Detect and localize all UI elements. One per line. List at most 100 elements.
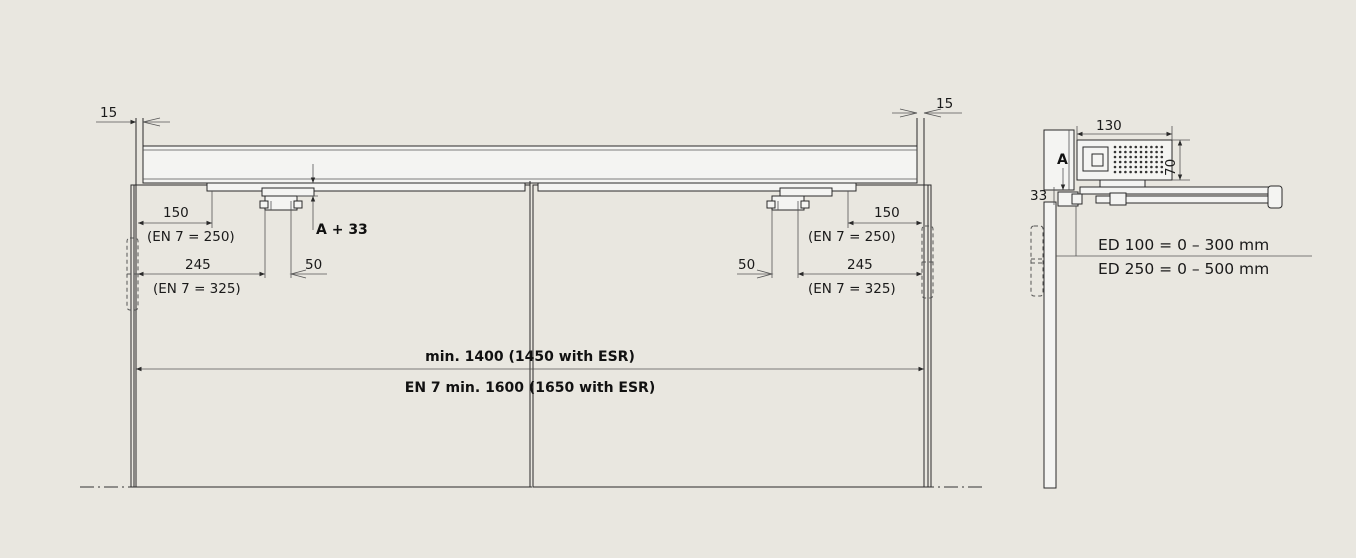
- vent-dot: [1150, 165, 1153, 169]
- vent-dot: [1139, 150, 1143, 154]
- vent-dot: [1139, 145, 1143, 149]
- dim-side-70-label: 70: [1163, 159, 1179, 176]
- vent-dot: [1155, 160, 1158, 164]
- vent-dot: [1155, 150, 1158, 154]
- side-closer-vent-pattern: [1113, 145, 1164, 174]
- vent-dot: [1124, 150, 1127, 154]
- vent-dot: [1118, 155, 1122, 159]
- dim-left-50-label: 50: [305, 257, 322, 273]
- vent-dot: [1129, 170, 1132, 174]
- dim-right-50-label: 50: [738, 257, 755, 273]
- dim-left-15-label: 15: [100, 105, 117, 121]
- dim-left-15: 15: [96, 105, 170, 127]
- right-hinge: [921, 225, 934, 299]
- vent-dot: [1118, 170, 1122, 174]
- vent-dot: [1150, 150, 1153, 154]
- dim-right-245-label: 245: [847, 257, 873, 273]
- vent-dot: [1124, 145, 1127, 149]
- ed100-label: ED 100 = 0 – 300 mm: [1098, 236, 1269, 254]
- vent-dot: [1129, 145, 1132, 149]
- vent-dot: [1113, 155, 1117, 159]
- vent-dot: [1134, 150, 1138, 154]
- vent-dot: [1139, 165, 1143, 169]
- dim-side-a: A: [1057, 152, 1068, 190]
- vent-dot: [1129, 165, 1132, 169]
- vent-dot: [1134, 165, 1138, 169]
- dim-left-150: 150 (EN 7 = 250): [138, 205, 235, 245]
- vent-dot: [1144, 155, 1148, 159]
- vent-dot: [1144, 150, 1148, 154]
- vent-dot: [1129, 150, 1132, 154]
- vent-dot: [1118, 160, 1122, 164]
- dim-left-150-en7-label: (EN 7 = 250): [147, 229, 235, 245]
- vent-dot: [1155, 145, 1158, 149]
- left-guide-rail: [206, 182, 526, 192]
- vent-dot: [1113, 165, 1117, 169]
- dim-right-245: 245 (EN 7 = 325): [798, 257, 922, 297]
- vent-dot: [1118, 165, 1122, 169]
- dim-left-245-en7-label: (EN 7 = 325): [153, 281, 241, 297]
- dim-left-245-label: 245: [185, 257, 211, 273]
- dim-right-50: 50: [737, 257, 774, 279]
- ed250-label: ED 250 = 0 – 500 mm: [1098, 260, 1269, 278]
- header-profile: [142, 145, 918, 184]
- dim-right-150-en7-label: (EN 7 = 250): [808, 229, 896, 245]
- vent-dot: [1139, 155, 1143, 159]
- vent-dot: [1134, 155, 1138, 159]
- vent-dot: [1124, 160, 1127, 164]
- vent-dot: [1113, 160, 1117, 164]
- vent-dot: [1134, 145, 1138, 149]
- side-hinge: [1030, 225, 1044, 297]
- vent-dot: [1124, 170, 1127, 174]
- vent-dot: [1129, 155, 1132, 159]
- vent-dot: [1160, 170, 1164, 174]
- vent-dot: [1144, 165, 1148, 169]
- vent-dot: [1134, 160, 1138, 164]
- vent-dot: [1144, 145, 1148, 149]
- vent-dot: [1160, 165, 1164, 169]
- vent-dot: [1155, 155, 1158, 159]
- vent-dot: [1134, 170, 1138, 174]
- dim-overall-width: min. 1400 (1450 with ESR) EN 7 min. 1600…: [136, 349, 924, 396]
- dim-left-150-label: 150: [163, 205, 189, 221]
- dim-left-50: 50: [289, 257, 327, 279]
- dim-side-70: 70: [1163, 139, 1190, 181]
- right-closer-arm: [766, 187, 833, 211]
- vent-dot: [1124, 165, 1127, 169]
- vent-dot: [1113, 145, 1117, 149]
- vent-dot: [1129, 160, 1132, 164]
- vent-dot: [1160, 160, 1164, 164]
- dim-a-plus-33-label: A + 33: [316, 222, 368, 238]
- side-view: 130 70 A 33 ED 100 = 0 – 300 mm ED 250 =…: [1030, 118, 1312, 489]
- left-frame-jamb: [135, 118, 144, 487]
- vent-dot: [1155, 165, 1158, 169]
- vent-dot: [1139, 160, 1143, 164]
- vent-dot: [1113, 150, 1117, 154]
- dim-a-plus-33: A + 33: [297, 164, 368, 238]
- dim-right-15: 15: [892, 96, 962, 118]
- vent-dot: [1118, 150, 1122, 154]
- vent-dot: [1150, 155, 1153, 159]
- right-frame-jamb: [916, 118, 925, 487]
- vent-dot: [1139, 170, 1143, 174]
- vent-dot: [1144, 160, 1148, 164]
- vent-dot: [1113, 170, 1117, 174]
- dim-side-33: 33: [1030, 187, 1055, 205]
- left-closer-arm: [259, 187, 315, 211]
- dim-right-15-label: 15: [936, 96, 953, 112]
- side-closer-arm: [1057, 185, 1283, 209]
- right-guide-rail: [537, 182, 857, 192]
- dim-left-245: 245 (EN 7 = 325): [138, 257, 265, 297]
- dim-side-130-label: 130: [1096, 118, 1122, 134]
- vent-dot: [1160, 155, 1164, 159]
- dim-side-130: 130: [1076, 118, 1173, 140]
- vent-dot: [1124, 155, 1127, 159]
- vent-dot: [1150, 170, 1153, 174]
- dim-right-150: 150 (EN 7 = 250): [808, 205, 922, 245]
- vent-dot: [1150, 160, 1153, 164]
- dim-min-width-en7-label: EN 7 min. 1600 (1650 with ESR): [405, 380, 655, 396]
- side-door-leaf: [1043, 201, 1057, 489]
- vent-dot: [1150, 145, 1153, 149]
- dim-right-245-en7-label: (EN 7 = 325): [808, 281, 896, 297]
